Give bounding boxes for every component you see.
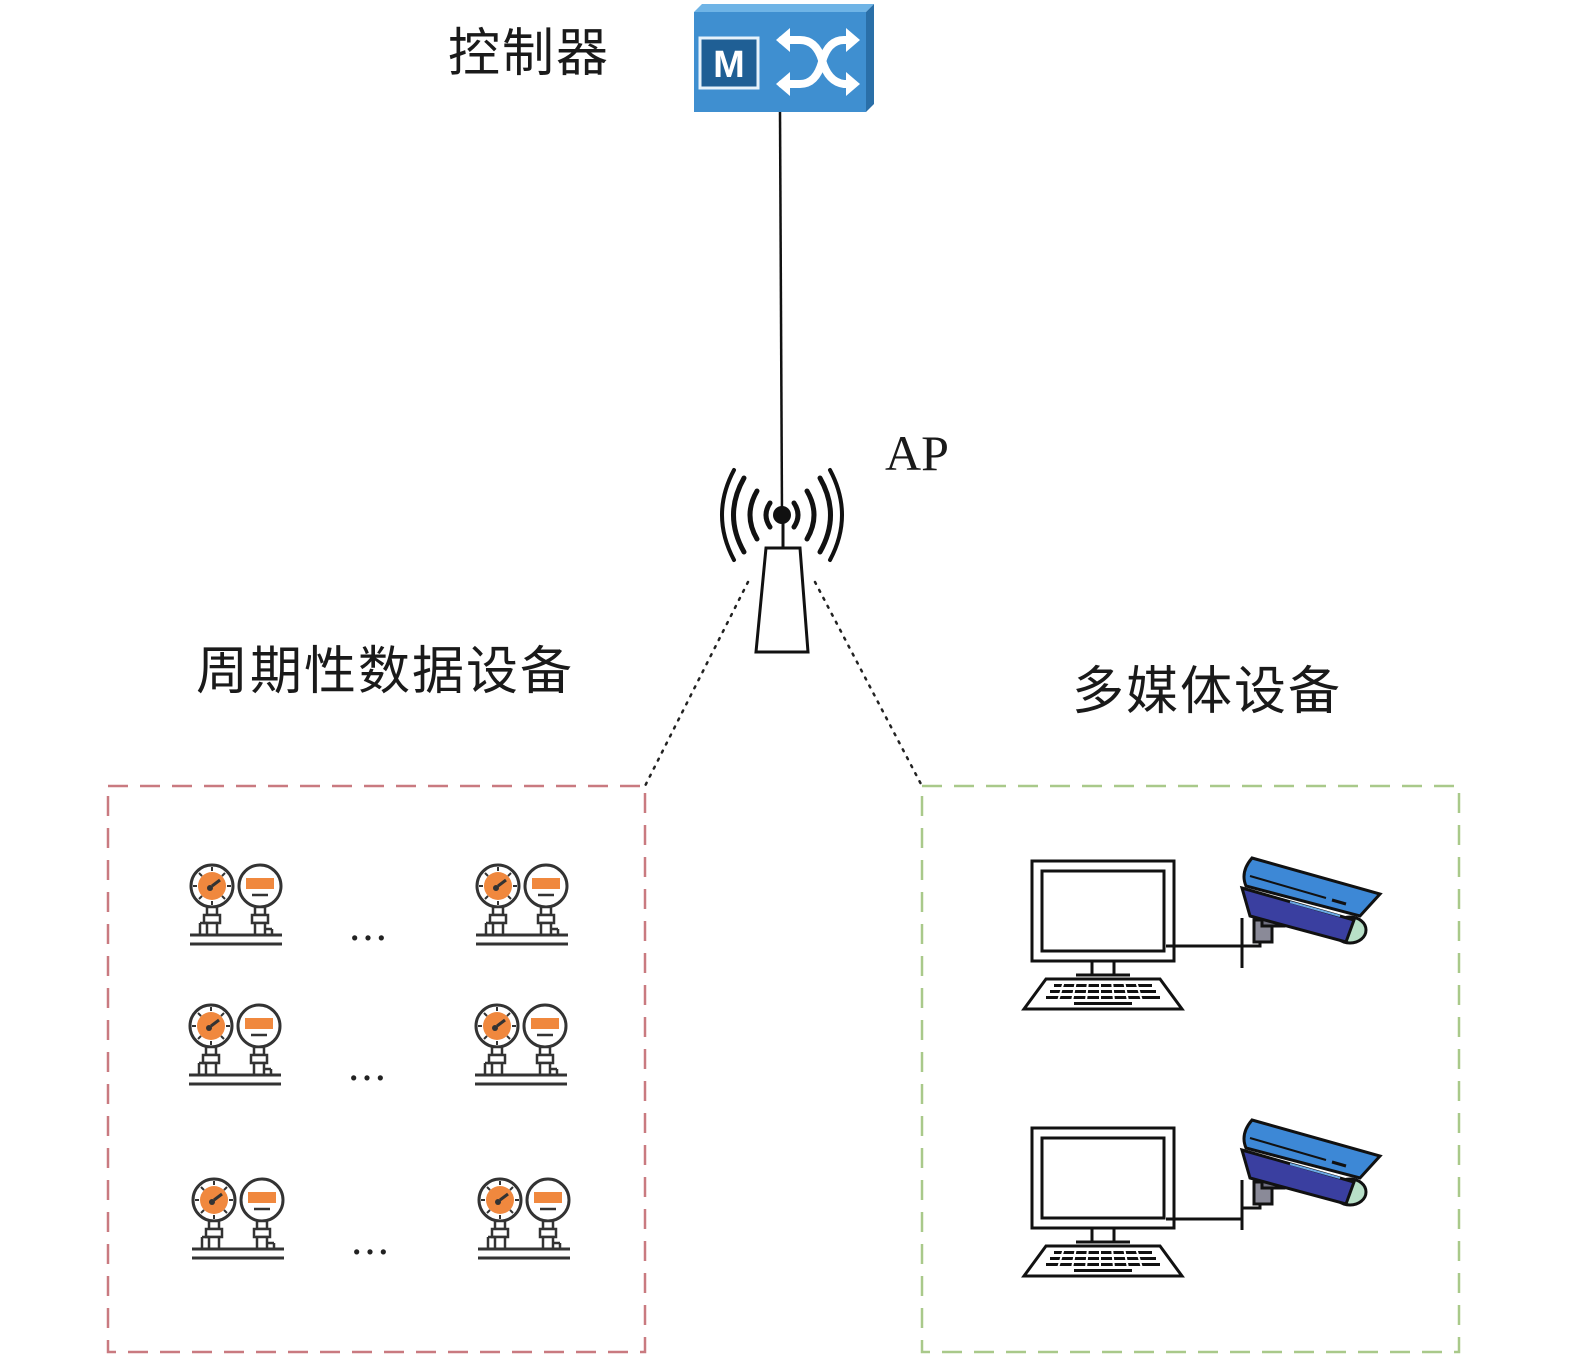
desktop-computer-icon <box>1022 859 1184 1011</box>
periodic-device-group-label: 周期性数据设备 <box>196 642 575 702</box>
meter-row: … <box>187 1003 569 1090</box>
ellipsis: … <box>347 1044 387 1090</box>
periodic-device-group-box <box>106 784 647 1354</box>
coverage-line-right <box>813 580 924 788</box>
ap-label: AP <box>885 425 949 481</box>
controller-switch-icon: M <box>694 4 874 112</box>
ellipsis: … <box>348 904 388 950</box>
desktop-computer-icon <box>1022 1126 1184 1278</box>
pressure-meter-icon <box>476 1177 572 1260</box>
controller-badge: M <box>713 44 745 86</box>
multimedia-device-group-box <box>920 784 1461 1354</box>
multimedia-device-group-label: 多媒体设备 <box>1072 662 1343 722</box>
pressure-meter-icon <box>190 1177 286 1260</box>
multimedia-device <box>1022 1118 1382 1278</box>
pressure-meter-icon <box>473 1003 569 1086</box>
pressure-meter-icon <box>474 863 570 946</box>
security-camera-icon <box>1240 856 1382 970</box>
controller-label: 控制器 <box>448 24 611 84</box>
pressure-meter-icon <box>188 863 284 946</box>
ellipsis: … <box>350 1218 390 1264</box>
pressure-meter-icon <box>187 1003 283 1086</box>
ap-antenna-icon <box>720 468 844 654</box>
multimedia-device <box>1022 856 1382 1011</box>
meter-row: … <box>188 863 570 950</box>
security-camera-icon <box>1240 1118 1382 1232</box>
controller-ap-link <box>778 111 784 516</box>
meter-row: … <box>190 1177 572 1264</box>
coverage-line-left <box>643 580 750 788</box>
